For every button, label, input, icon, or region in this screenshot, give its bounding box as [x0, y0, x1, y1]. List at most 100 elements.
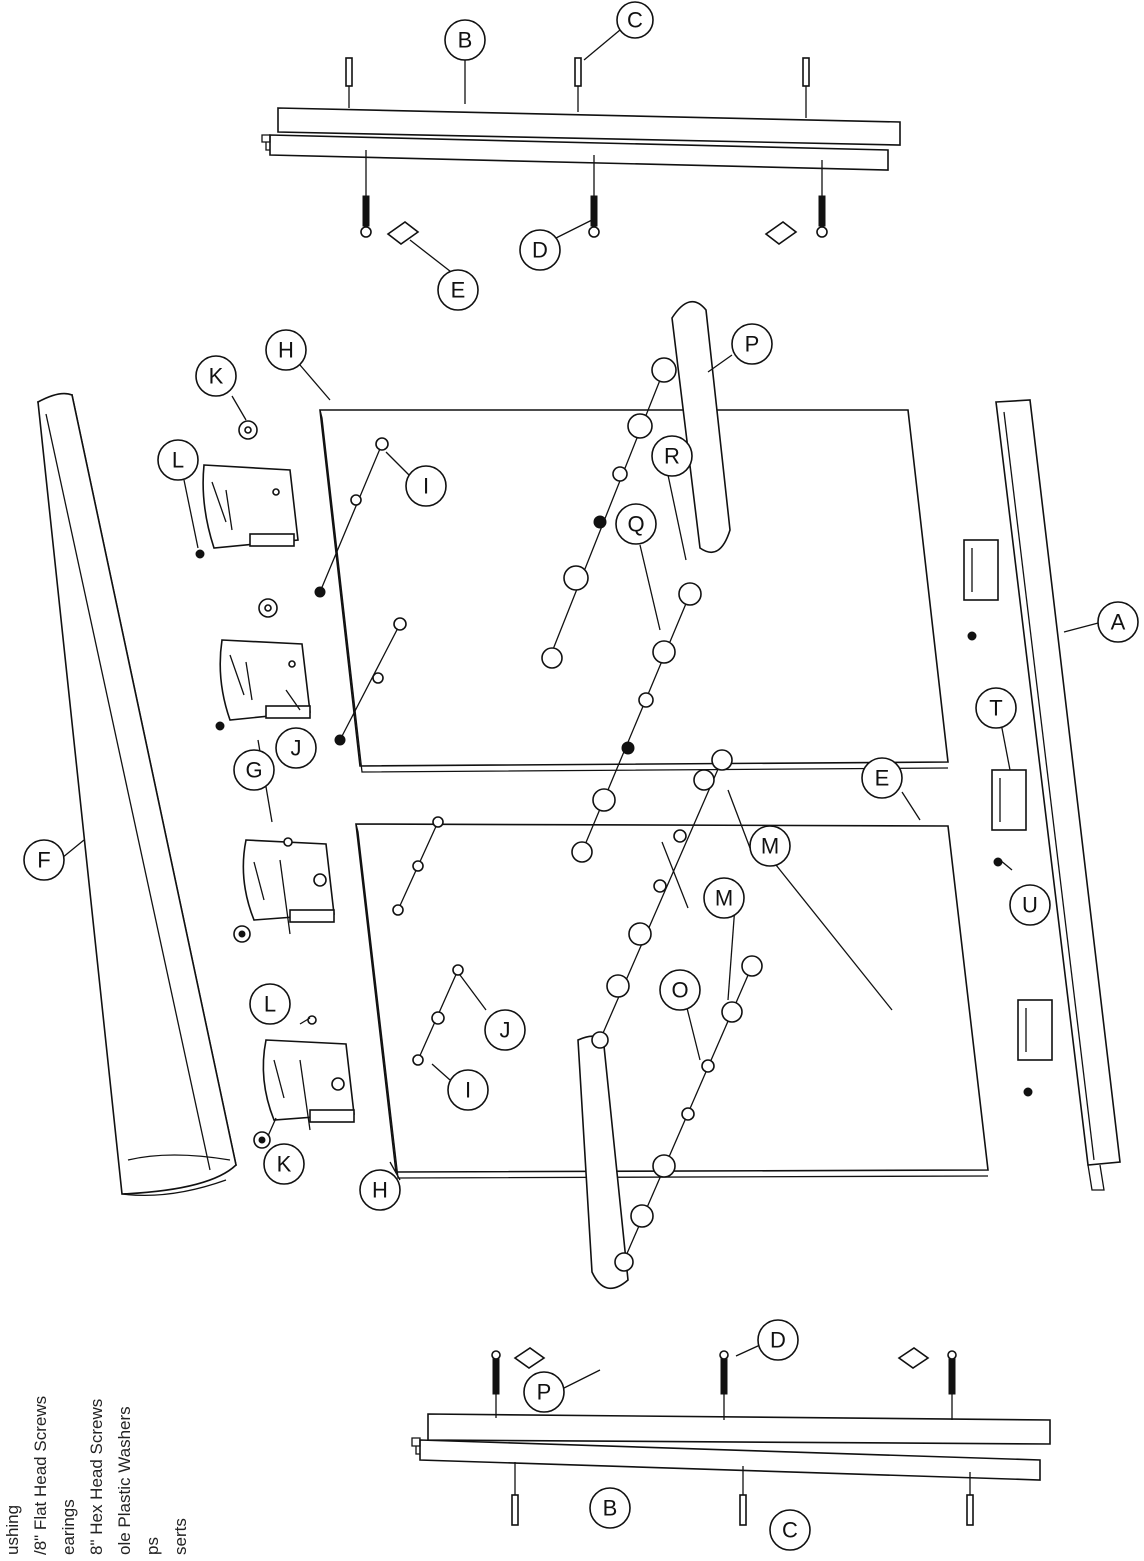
callout-I-bottom: I — [447, 1069, 489, 1111]
callout-letter: Q — [627, 512, 644, 537]
screw-bottom-3 — [947, 1350, 957, 1420]
callout-H-top: H — [265, 329, 307, 371]
parts-list-item: ole Plastic Washers — [115, 1406, 134, 1555]
handle-lower — [577, 1035, 629, 1290]
hanger-3 — [233, 837, 335, 943]
callout-letter: I — [465, 1078, 471, 1103]
callout-letter: T — [989, 696, 1002, 721]
callout-letter: O — [671, 978, 688, 1003]
handle-chain-bottom — [614, 955, 763, 1272]
parts-list-item: earings — [59, 1499, 78, 1555]
callout-letter: R — [664, 444, 680, 469]
callout-letter: L — [172, 448, 184, 473]
callout-B-top: B — [444, 19, 486, 61]
screw-top-1 — [360, 150, 372, 238]
callout-letter: D — [532, 238, 548, 263]
floor-guide-2 — [991, 769, 1027, 867]
callout-I-top: I — [405, 465, 447, 507]
callout-R: R — [651, 435, 693, 477]
washer-top-1 — [386, 221, 420, 245]
callout-J-bottom: J — [484, 1009, 526, 1051]
callout-letter: P — [745, 332, 760, 357]
callout-letter: H — [278, 338, 294, 363]
callout-H-bottom: H — [359, 1169, 401, 1211]
callout-G: G — [233, 749, 275, 791]
callout-letter: E — [875, 766, 890, 791]
callout-letter: K — [277, 1152, 292, 1177]
callout-letter: U — [1022, 893, 1038, 918]
callout-B-bottom: B — [589, 1487, 631, 1529]
handle-chain-lower — [591, 749, 733, 1049]
parts-list-item: serts — [171, 1518, 190, 1555]
callout-E-top: E — [437, 269, 479, 311]
hanger-bolt-set-lower-2 — [412, 964, 464, 1066]
callout-letter: I — [423, 474, 429, 499]
hanger-bolt-set-upper-2 — [334, 617, 407, 746]
callout-letter: H — [372, 1178, 388, 1203]
callout-letter: J — [291, 736, 302, 761]
callout-letter: B — [603, 1496, 618, 1521]
hanger-bolt-set-upper-1 — [314, 437, 389, 598]
screw-bottom-1 — [491, 1350, 501, 1418]
callout-K-bottom: K — [263, 1143, 305, 1185]
callout-L-top: L — [157, 439, 199, 481]
callout-N: M — [749, 825, 791, 867]
callout-letter: A — [1111, 610, 1126, 635]
wall-anchor-top-1 — [345, 57, 353, 108]
callout-P-bottom: P — [523, 1371, 565, 1413]
handle-chain-mid — [571, 582, 702, 863]
door-panel-upper — [319, 409, 949, 767]
screw-top-3 — [816, 160, 828, 238]
hanger-2 — [215, 598, 311, 731]
bottom-guide — [995, 399, 1121, 1191]
callout-K-top: K — [195, 355, 237, 397]
callout-letter: K — [209, 364, 224, 389]
top-side-rail — [261, 57, 901, 245]
hanger-bolt-set-lower-1 — [392, 816, 444, 916]
callout-O: O — [659, 969, 701, 1011]
callout-letter: B — [458, 28, 473, 53]
callout-L-bottom: L — [249, 983, 291, 1025]
callout-P-top: P — [731, 323, 773, 365]
callout-letter: C — [782, 1518, 798, 1543]
callout-letter: J — [500, 1018, 511, 1043]
callout-F: F — [23, 839, 65, 881]
callout-letter: G — [245, 758, 262, 783]
hanger-4 — [253, 1015, 355, 1149]
wall-anchor-top-3 — [802, 57, 810, 118]
callout-E-bottom: E — [861, 757, 903, 799]
wall-anchor-bottom-3 — [966, 1472, 974, 1526]
callout-letter: F — [37, 848, 50, 873]
washer-top-2 — [764, 221, 798, 245]
wall-anchor-top-2 — [574, 57, 582, 112]
hanger-1 — [195, 420, 299, 559]
callout-letter: L — [264, 992, 276, 1017]
callout-U: U — [1009, 884, 1051, 926]
bottom-side-rail — [411, 1347, 1051, 1526]
callout-letter: M — [715, 886, 733, 911]
floor-guide-3 — [1017, 999, 1053, 1097]
callout-Q: Q — [615, 503, 657, 545]
top-track — [37, 392, 237, 1196]
callout-C-bottom: C — [769, 1509, 811, 1551]
callout-M: M — [703, 877, 745, 919]
screw-bottom-2 — [719, 1350, 729, 1420]
wall-anchor-bottom-1 — [511, 1462, 519, 1526]
leader-lines — [61, 29, 1103, 1391]
callout-letter: M — [761, 834, 779, 859]
parts-list-item: ushing — [3, 1505, 22, 1555]
handle-upper — [671, 300, 731, 553]
screw-top-2 — [588, 155, 600, 238]
callout-D-top: D — [519, 229, 561, 271]
callout-letter: P — [537, 1380, 552, 1405]
parts-list-item: ps — [143, 1537, 162, 1555]
callout-A: A — [1097, 601, 1139, 643]
parts-list: ushing /8" Flat Head Screws earings 8" H… — [3, 1396, 190, 1555]
wall-anchor-bottom-2 — [739, 1466, 747, 1526]
floor-guide-1 — [963, 539, 999, 641]
callout-letter: D — [770, 1328, 786, 1353]
callout-C-top: C — [616, 1, 654, 39]
callout-letter: E — [451, 278, 466, 303]
callout-T: T — [975, 687, 1017, 729]
